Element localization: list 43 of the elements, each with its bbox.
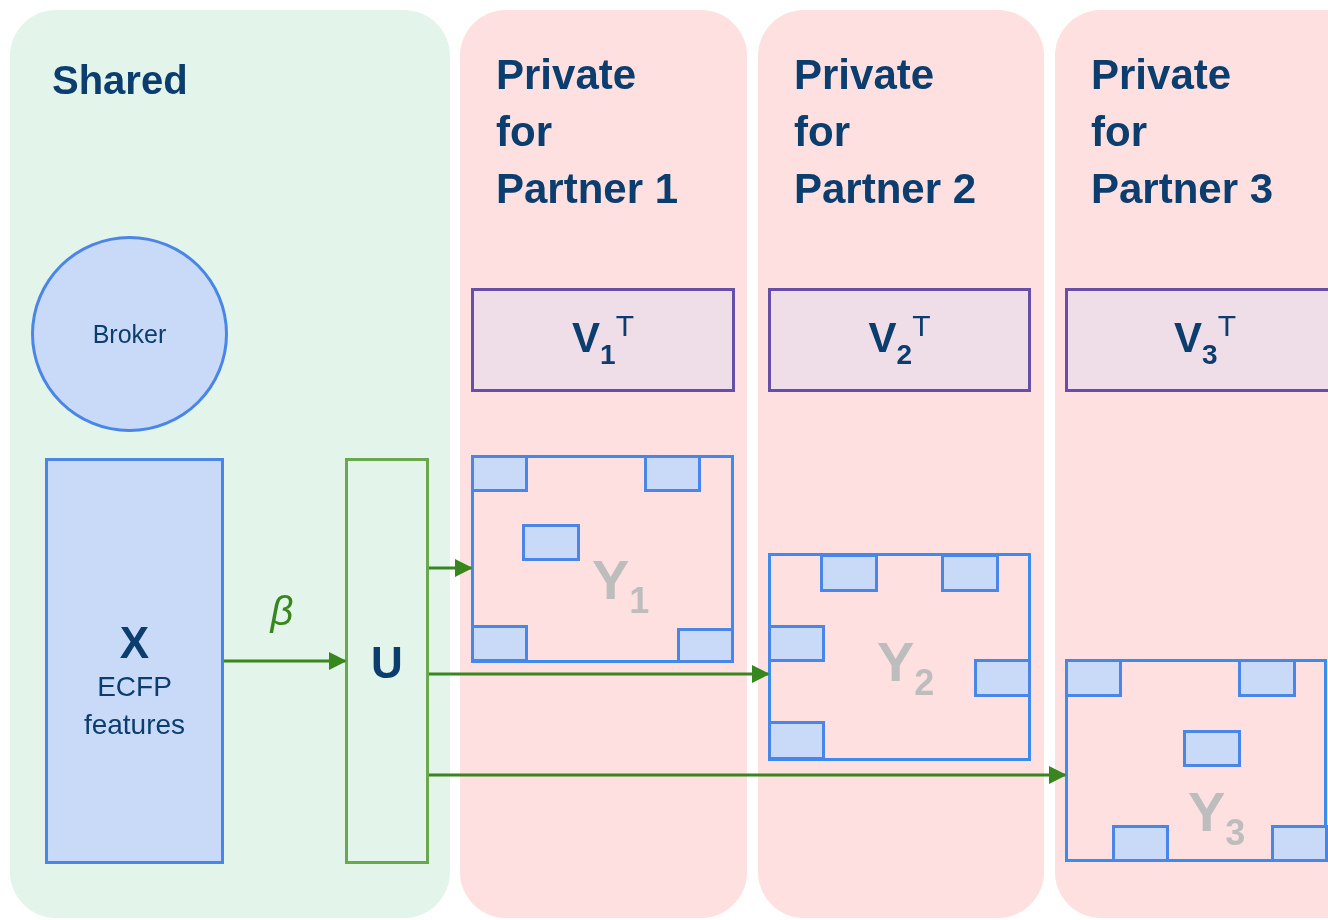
private-panel [1055,10,1328,918]
private-panel [460,10,747,918]
matrix-entry-box [1271,825,1328,862]
feature-matrix-box [45,458,224,864]
matrix-entry-box [1112,825,1169,862]
panel-title: Private for Partner 2 [794,50,978,214]
matrix-box [1065,288,1328,392]
matrix-symbol: U [371,638,403,688]
arrow [429,766,1067,784]
matrix-symbol: X [119,618,150,668]
matrix-entry-box [1238,659,1296,697]
panel-title: Private for Partner 1 [496,50,680,214]
arrow [429,665,770,683]
matrix-entry-box [974,659,1031,697]
matrix-entry-box [768,625,825,662]
matrix-box [768,288,1031,392]
label-matrix-box [768,553,1031,761]
matrix-box [471,288,735,392]
matrix-entry-box [522,524,580,561]
matrix-entry-box [471,625,528,662]
matrix-entry-box [941,554,999,592]
matrix-caption: ECFP features [82,670,187,742]
matrix-symbol: Y$_{3}$ [1188,782,1246,855]
matrix-entry-box [768,721,825,760]
matrix-symbol: Y$_{1}$ [592,550,650,623]
label-matrix-box [1065,659,1327,862]
shared-panel [10,10,450,918]
panel-title: Private for Partner 3 [1091,50,1275,214]
matrix-entry-box [1183,730,1241,767]
panel-title: Shared [52,57,189,104]
matrix-entry-box [1065,659,1122,697]
edge-label: β [270,589,294,633]
arrow [224,652,347,670]
matrix-entry-box [644,455,701,492]
matrix-entry-box [820,554,878,592]
arrow [429,559,473,577]
matrix-symbol: Y$_{2}$ [877,632,935,705]
private-panel [758,10,1044,918]
latent-matrix-box [345,458,429,864]
node-label: Broker [92,319,167,349]
matrix-entry-box [677,628,734,663]
matrix-entry-box [471,455,528,492]
label-matrix-box [471,455,734,663]
